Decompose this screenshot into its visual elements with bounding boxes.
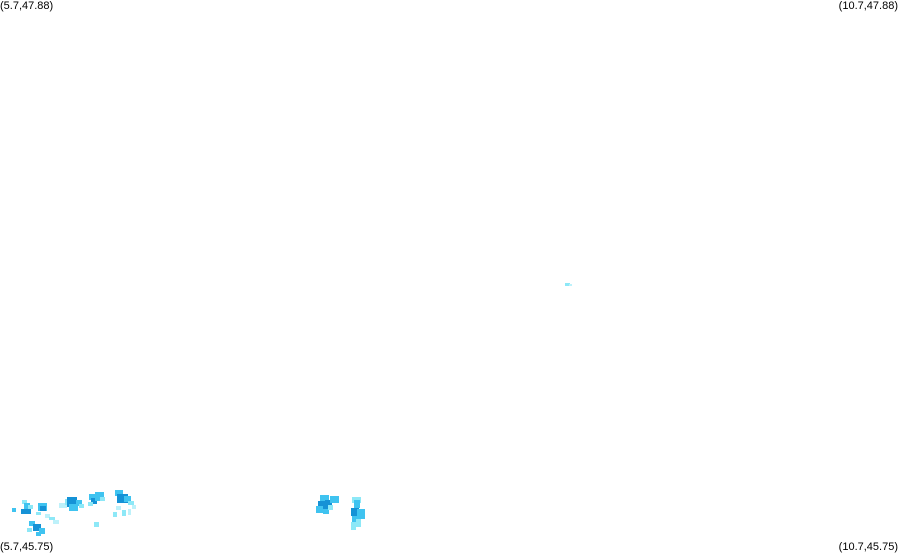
corner-coordinate-top-right: (10.7,47.88) — [838, 0, 898, 12]
corner-coordinate-bottom-left: (5.7,45.75) — [0, 541, 54, 553]
corner-coordinate-bottom-right: (10.7,45.75) — [838, 541, 898, 553]
data-patch-center — [565, 283, 572, 286]
data-cluster-southcentral — [316, 495, 365, 530]
data-cluster-southwest — [12, 490, 136, 536]
corner-coordinate-top-left: (5.7,47.88) — [0, 0, 54, 12]
